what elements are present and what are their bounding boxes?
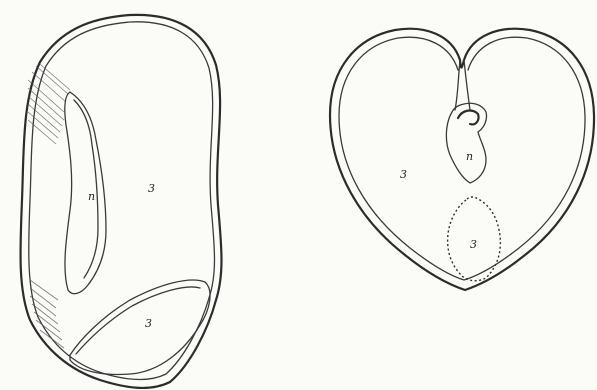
right-seed-inner-coat (339, 37, 585, 280)
left-hilum-hatching (28, 64, 70, 348)
left-seed-figure: n 3 3 (20, 15, 221, 388)
right-embryo-inner (458, 111, 479, 125)
right-label-3-lower: 3 (470, 238, 477, 251)
left-embryo-axis-inner (74, 100, 98, 278)
right-seed-outer-coat (330, 29, 594, 290)
left-seed-inner-coat (29, 22, 215, 380)
right-embryo (446, 103, 486, 183)
left-label-3-upper: 3 (148, 182, 155, 195)
left-label-3-lower: 3 (145, 317, 152, 330)
left-seed-outer-coat (20, 15, 221, 388)
left-lower-cotyledon-inner (76, 287, 200, 354)
right-label-n: n (466, 150, 473, 163)
right-label-3-left: 3 (400, 168, 407, 181)
right-seed-figure: 3 n 3 (330, 29, 594, 290)
left-embryo-axis (65, 92, 106, 294)
left-label-n: n (88, 190, 95, 203)
